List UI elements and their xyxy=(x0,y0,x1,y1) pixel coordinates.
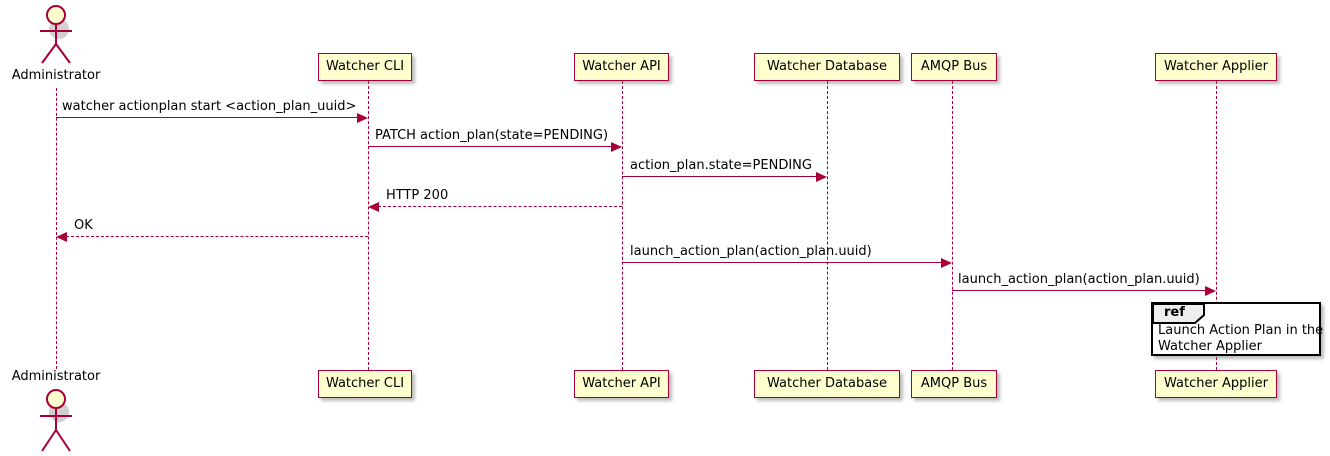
participant-watcher-applier-top: Watcher Applier xyxy=(1155,53,1277,81)
participant-watcher-api-top: Watcher API xyxy=(574,53,669,81)
message-5-line xyxy=(66,236,368,237)
message-7-arrowhead-icon xyxy=(1205,286,1216,296)
ref-keyword: ref xyxy=(1164,305,1185,320)
message-4-arrowhead-icon xyxy=(368,202,379,212)
actor-icon-bottom xyxy=(36,387,76,456)
participant-watcher-cli-bottom: Watcher CLI xyxy=(318,370,412,398)
message-4-label: HTTP 200 xyxy=(386,188,449,203)
ref-text-line-1: Launch Action Plan in the xyxy=(1158,323,1324,338)
message-7-label: launch_action_plan(action_plan.uuid) xyxy=(958,272,1200,287)
lifeline-administrator xyxy=(56,88,57,369)
message-3-line xyxy=(622,176,817,177)
participant-watcher-cli-top: Watcher CLI xyxy=(318,53,412,81)
participant-amqp-bus-top: AMQP Bus xyxy=(911,53,997,81)
message-5-label: OK xyxy=(74,218,93,233)
participant-watcher-applier-bottom: Watcher Applier xyxy=(1155,370,1277,398)
message-1-arrowhead-icon xyxy=(357,113,368,123)
ref-fragment: ref Launch Action Plan in the Watcher Ap… xyxy=(1151,302,1323,356)
message-6-line xyxy=(622,262,942,263)
ref-text: Launch Action Plan in the Watcher Applie… xyxy=(1158,323,1323,355)
message-6-label: launch_action_plan(action_plan.uuid) xyxy=(630,244,872,259)
message-2-arrowhead-icon xyxy=(611,142,622,152)
lifeline-amqp-bus xyxy=(952,81,953,370)
message-4-line xyxy=(378,206,622,207)
actor-label-bottom: Administrator xyxy=(11,369,101,384)
participant-amqp-bus-bottom: AMQP Bus xyxy=(911,370,997,398)
message-1-label: watcher actionplan start <action_plan_uu… xyxy=(62,99,357,114)
ref-tag-icon xyxy=(1152,303,1212,329)
lifeline-watcher-cli xyxy=(368,81,369,370)
message-3-arrowhead-icon xyxy=(816,172,827,182)
lifeline-watcher-api xyxy=(622,81,623,370)
participant-watcher-database-bottom: Watcher Database xyxy=(754,370,900,398)
message-2-line xyxy=(368,146,612,147)
message-5-arrowhead-icon xyxy=(56,232,67,242)
message-7-line xyxy=(952,290,1206,291)
message-1-line xyxy=(56,117,358,118)
lifeline-watcher-applier xyxy=(1216,81,1217,370)
message-3-label: action_plan.state=PENDING xyxy=(630,158,812,173)
message-2-label: PATCH action_plan(state=PENDING) xyxy=(375,128,609,143)
actor-icon xyxy=(36,4,76,70)
ref-text-line-2: Watcher Applier xyxy=(1158,339,1262,354)
participant-watcher-database-top: Watcher Database xyxy=(754,53,900,81)
lifeline-watcher-database xyxy=(827,81,828,370)
message-6-arrowhead-icon xyxy=(941,258,952,268)
actor-label-top: Administrator xyxy=(11,68,101,83)
participant-watcher-api-bottom: Watcher API xyxy=(574,370,669,398)
